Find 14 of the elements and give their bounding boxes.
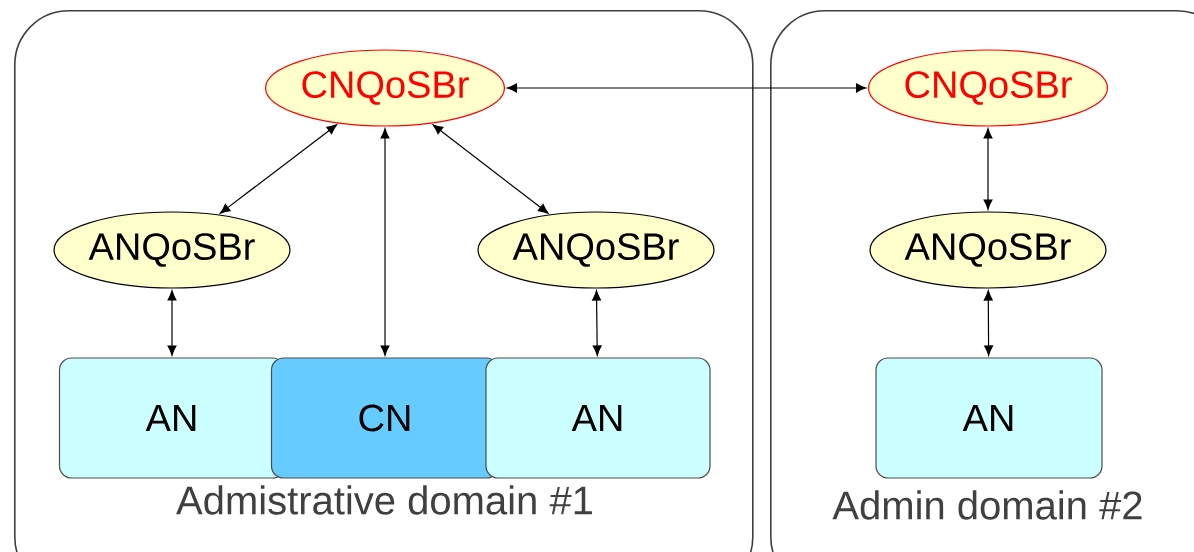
network-box: CN <box>270 357 500 479</box>
network-box: AN <box>485 357 711 479</box>
domain-label: Admin domain #2 <box>832 490 1142 520</box>
arrow <box>592 290 602 356</box>
domain-label: Admistrative domain #1 <box>176 485 592 515</box>
network-box: AN <box>875 357 1103 479</box>
arrow <box>983 128 993 210</box>
arrow <box>983 290 994 356</box>
arrow <box>167 290 177 356</box>
arrow <box>219 124 338 214</box>
arrow <box>432 124 549 214</box>
network-box: AN <box>58 357 286 479</box>
arrow <box>380 128 390 356</box>
arrow <box>506 83 867 93</box>
